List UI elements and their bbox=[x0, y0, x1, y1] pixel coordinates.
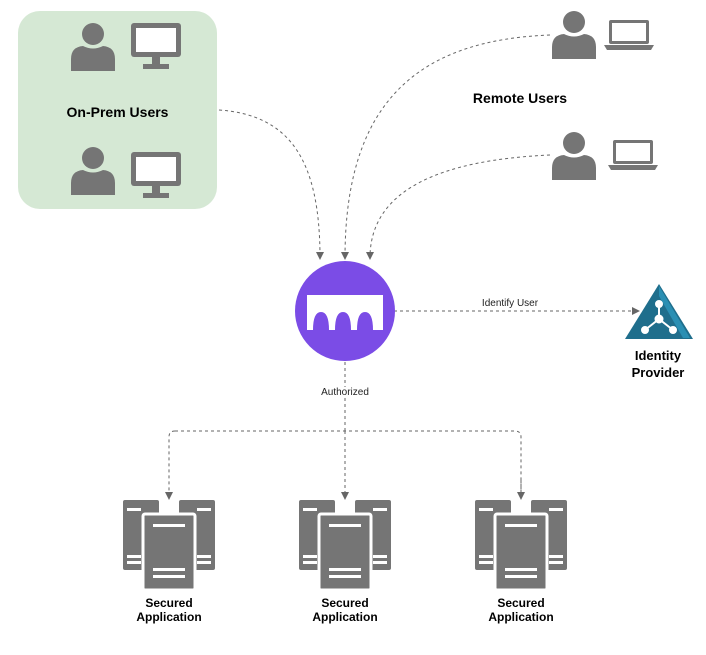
user-icon bbox=[71, 147, 115, 195]
edge-onprem-to-gateway bbox=[218, 109, 324, 260]
app-label-1: Secured Application bbox=[109, 596, 229, 624]
server-icon bbox=[475, 500, 567, 590]
identity-provider-label-line2: Provider bbox=[631, 365, 685, 380]
edge-branch-horizontal bbox=[175, 430, 522, 498]
app-label-line1: Secured bbox=[497, 596, 545, 610]
edge-to-app-1 bbox=[165, 430, 176, 500]
identity-provider-label: Identity Provider bbox=[610, 347, 706, 381]
app-label-3: Secured Application bbox=[461, 596, 581, 624]
edge-remote1-to-gateway bbox=[341, 34, 551, 260]
user-icon bbox=[552, 132, 596, 180]
app-label-line1: Secured bbox=[321, 596, 369, 610]
server-icon bbox=[123, 500, 215, 590]
app-label-2: Secured Application bbox=[285, 596, 405, 624]
user-icon bbox=[552, 11, 596, 59]
edge-remote2-to-gateway bbox=[366, 154, 551, 260]
monitor-icon bbox=[131, 23, 181, 69]
app-label-line2: Application bbox=[488, 610, 554, 624]
authorized-edge-label: Authorized bbox=[312, 387, 378, 398]
app-label-line2: Application bbox=[312, 610, 378, 624]
identity-provider-label-line1: Identity bbox=[634, 348, 682, 363]
remote-users-label: Remote Users bbox=[472, 90, 568, 106]
laptop-icon bbox=[604, 20, 654, 50]
onprem-users-label: On-Prem Users bbox=[66, 104, 169, 120]
app-label-line2: Application bbox=[136, 610, 202, 624]
gateway-bridge-icon bbox=[295, 261, 395, 361]
app-label-line1: Secured bbox=[145, 596, 193, 610]
identify-user-edge-label: Identify User bbox=[460, 298, 560, 309]
onprem-group bbox=[18, 11, 217, 209]
identity-provider-icon bbox=[625, 284, 693, 339]
laptop-icon bbox=[608, 140, 658, 170]
monitor-icon bbox=[131, 152, 181, 198]
user-icon bbox=[71, 23, 115, 71]
server-icon bbox=[299, 500, 391, 590]
